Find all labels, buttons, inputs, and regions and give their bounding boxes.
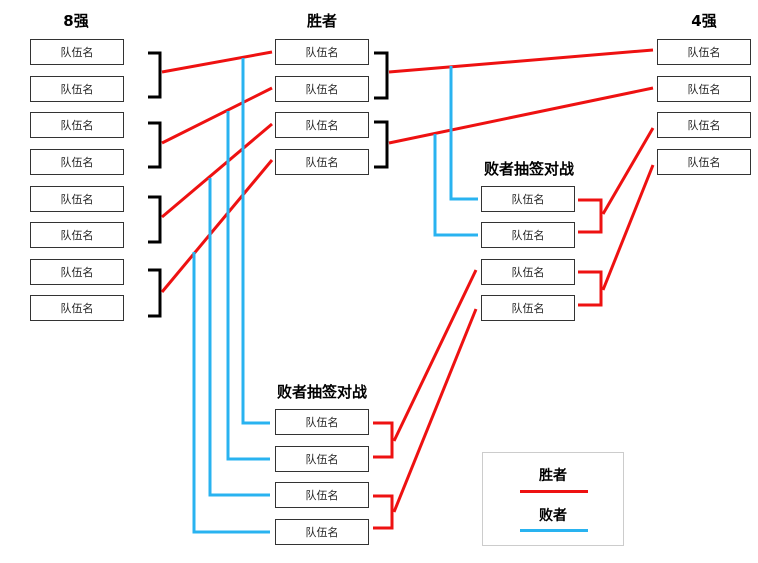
team-box-losers-upper-4: 队伍名 (481, 295, 575, 321)
winner-line (161, 50, 273, 74)
legend: 胜者 败者 (482, 452, 624, 546)
team-box-top8-1: 队伍名 (30, 39, 124, 65)
team-box-losers-upper-1: 队伍名 (481, 186, 575, 212)
team-box-top8-5: 队伍名 (30, 186, 124, 212)
loser-line (449, 66, 478, 201)
bracket-8-4 (148, 268, 162, 318)
legend-winner-swatch (520, 490, 588, 493)
legend-loser-swatch (520, 529, 588, 532)
team-box-losers-upper-3: 队伍名 (481, 259, 575, 285)
team-box-losers-lower-4: 队伍名 (275, 519, 369, 545)
team-box-winners-4: 队伍名 (275, 149, 369, 175)
winner-line (388, 48, 654, 74)
team-box-losers-lower-3: 队伍名 (275, 482, 369, 508)
legend-winner-label: 胜者 (539, 468, 567, 484)
header-top4: 4强 (691, 12, 717, 30)
loser-line (208, 178, 270, 497)
bracket-lr-2 (578, 270, 603, 307)
team-box-top8-3: 队伍名 (30, 112, 124, 138)
team-box-top4-4: 队伍名 (657, 149, 751, 175)
bracket-8-1 (148, 51, 162, 99)
team-box-winners-2: 队伍名 (275, 76, 369, 102)
winner-line (392, 308, 478, 513)
winner-line (161, 86, 273, 145)
team-box-winners-1: 队伍名 (275, 39, 369, 65)
loser-line (241, 58, 270, 425)
bracket-ll-1 (373, 421, 394, 459)
winner-line (601, 127, 655, 215)
header-losers-draw-lower: 败者抽签对战 (276, 383, 368, 401)
team-box-top8-2: 队伍名 (30, 76, 124, 102)
bracket-w-2 (374, 120, 389, 169)
team-box-top4-2: 队伍名 (657, 76, 751, 102)
team-box-top8-7: 队伍名 (30, 259, 124, 285)
bracket-8-2 (148, 121, 162, 169)
team-box-losers-lower-2: 队伍名 (275, 446, 369, 472)
bracket-ll-2 (373, 494, 394, 530)
winner-line (392, 269, 478, 442)
bracket-lr-1 (578, 198, 603, 234)
team-box-losers-lower-1: 队伍名 (275, 409, 369, 435)
team-box-winners-3: 队伍名 (275, 112, 369, 138)
team-box-top8-8: 队伍名 (30, 295, 124, 321)
winner-line (160, 159, 274, 293)
bracket-8-3 (148, 195, 162, 244)
team-box-top8-4: 队伍名 (30, 149, 124, 175)
team-box-top4-3: 队伍名 (657, 112, 751, 138)
loser-line (226, 111, 270, 461)
legend-loser-label: 败者 (539, 508, 567, 524)
header-winners: 胜者 (306, 12, 338, 30)
loser-line (433, 134, 478, 237)
team-box-losers-upper-2: 队伍名 (481, 222, 575, 248)
header-losers-draw-upper: 败者抽签对战 (483, 160, 575, 178)
winner-line (388, 86, 654, 145)
team-box-top8-6: 队伍名 (30, 222, 124, 248)
team-box-top4-1: 队伍名 (657, 39, 751, 65)
bracket-w-1 (374, 51, 389, 100)
winner-line (601, 164, 655, 291)
header-top8: 8强 (63, 12, 89, 30)
loser-line (192, 252, 270, 534)
winner-line (161, 122, 273, 219)
